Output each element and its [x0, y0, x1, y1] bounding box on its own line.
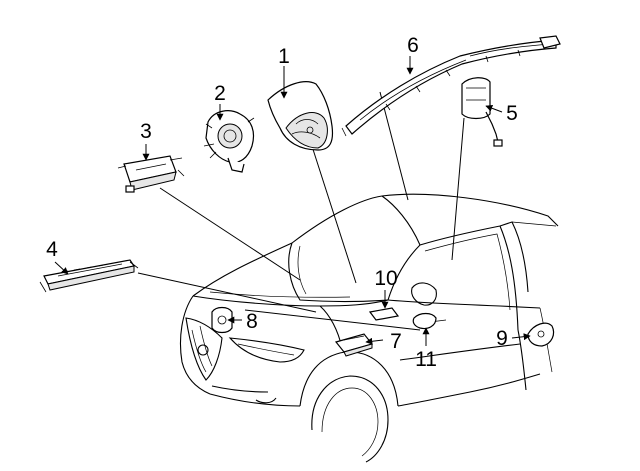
callout-6: 6	[407, 34, 419, 57]
part-passenger-airbag	[117, 155, 185, 193]
part-front-sensor	[211, 306, 233, 334]
callout-labels: 1 2 3 4 5 6 7 8 9 10 11	[46, 34, 518, 371]
callout-7: 7	[390, 330, 402, 353]
callout-11: 11	[415, 348, 437, 371]
part-steering-wheel-airbag	[267, 81, 334, 151]
callout-9: 9	[496, 327, 508, 350]
callout-10: 10	[374, 267, 397, 290]
part-door-sensor	[412, 312, 437, 330]
part-spiral-cable	[203, 110, 255, 173]
part-curtain-airbag	[341, 35, 561, 137]
callout-3: 3	[140, 120, 152, 143]
vehicle-outline	[179, 193, 559, 463]
part-side-airbag	[461, 77, 503, 147]
callout-1: 1	[278, 45, 290, 68]
callout-4: 4	[46, 238, 58, 261]
part-occupant-sensor	[368, 307, 400, 321]
callout-8: 8	[246, 310, 258, 333]
callout-2: 2	[214, 82, 226, 105]
callout-arrows	[54, 56, 531, 346]
leader-lines	[137, 91, 465, 331]
part-knee-airbag	[39, 259, 139, 293]
part-center-sensor	[334, 333, 374, 357]
part-side-sensor	[527, 322, 555, 347]
callout-5: 5	[506, 102, 518, 125]
